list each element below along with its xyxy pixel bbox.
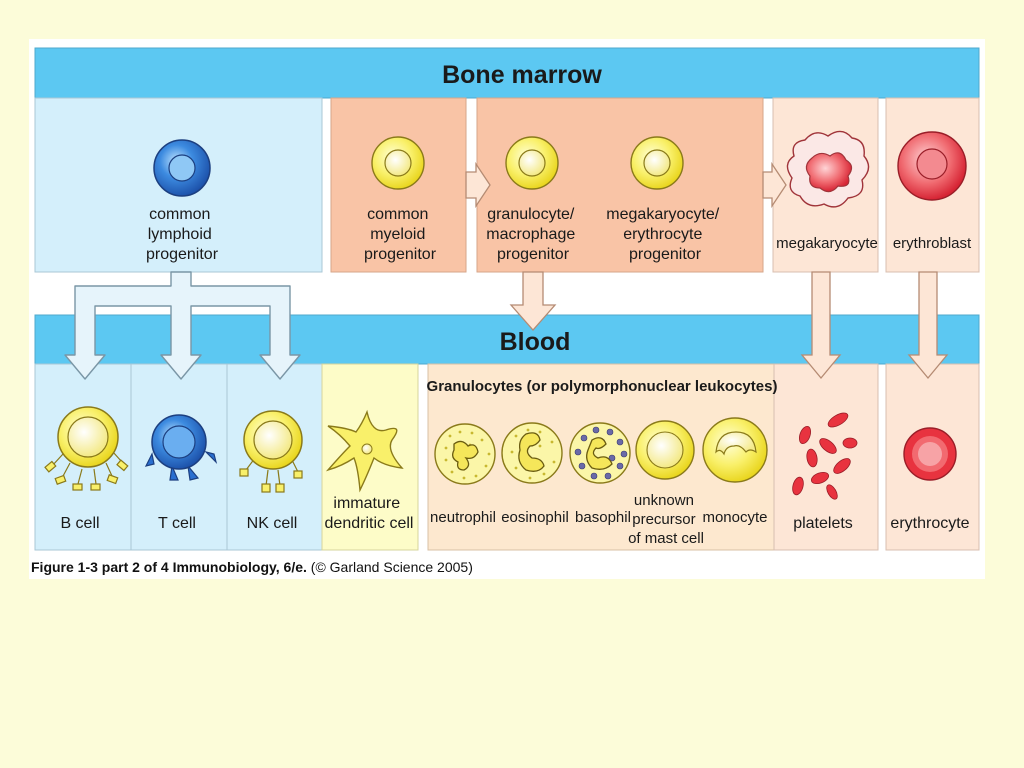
common-myeloid-progenitor-label: common myeloid progenitor: [364, 206, 437, 263]
monocyte-label: monocyte: [702, 509, 767, 526]
megakaryocyte-erythrocyte-progenitor-label: megakaryocyte/ erythrocyte progenitor: [606, 206, 723, 263]
basophil-label: basophil: [575, 509, 631, 526]
megakaryocyte-cell: [786, 130, 870, 208]
eosinophil-cell: [501, 422, 563, 484]
bone-marrow-title: Bone marrow: [442, 61, 602, 89]
megakaryocyte-label: megakaryocyte: [776, 235, 878, 252]
mast-cell-precursor-label: unknown precursor of mast cell: [628, 492, 704, 547]
granulocyte-macrophage-progenitor-label: granulocyte/ macrophage progenitor: [486, 206, 579, 263]
b-cell: [44, 406, 129, 491]
platelets-label: platelets: [793, 515, 853, 532]
erythroblast-cell: [897, 131, 967, 201]
t-cell: [144, 414, 218, 481]
granulocyte-macrophage-progenitor-cell: [505, 136, 559, 190]
common-lymphoid-progenitor-cell: [153, 139, 211, 197]
erythrocyte-label: erythrocyte: [890, 515, 969, 532]
erythroblast-to-erythrocyte-arrow: [907, 271, 949, 380]
erythrocyte-cell: [903, 427, 957, 481]
neutrophil-cell: [434, 423, 496, 485]
nk-cell-label: NK cell: [247, 515, 298, 532]
mep-to-megakaryocyte-arrow: [762, 161, 787, 209]
megakaryocyte-to-platelets-arrow: [800, 271, 842, 380]
bone-marrow-band: [34, 47, 980, 99]
eosinophil-label: eosinophil: [501, 509, 569, 526]
neutrophil-label: neutrophil: [430, 509, 496, 526]
gm-to-blood-arrow: [509, 271, 557, 331]
monocyte-cell: [702, 417, 768, 483]
blood-title: Blood: [500, 328, 571, 356]
basophil-cell: [569, 422, 631, 484]
nk-cell: [239, 410, 303, 493]
mast-cell-precursor-cell: [635, 420, 695, 480]
common-lymphoid-progenitor-label: common lymphoid progenitor: [146, 206, 219, 263]
lymphoid-branch-arrow: [64, 271, 301, 380]
common-myeloid-progenitor-cell: [371, 136, 425, 190]
immature-dendritic-cell: [325, 409, 404, 493]
platelets-cells: [792, 412, 858, 500]
myeloid-to-gm-arrow: [465, 161, 491, 209]
platelets-panel: [773, 363, 879, 551]
granulocytes-heading: Granulocytes (or polymorphonuclear leuko…: [427, 378, 778, 395]
erythroblast-label: erythroblast: [893, 235, 972, 252]
immature-dendritic-cell-label: immature dendritic cell: [325, 495, 414, 532]
b-cell-label: B cell: [60, 515, 99, 532]
figure-caption: Figure 1-3 part 2 of 4 Immunobiology, 6/…: [31, 559, 473, 575]
megakaryocyte-erythrocyte-progenitor-cell: [630, 136, 684, 190]
t-cell-label: T cell: [158, 515, 196, 532]
